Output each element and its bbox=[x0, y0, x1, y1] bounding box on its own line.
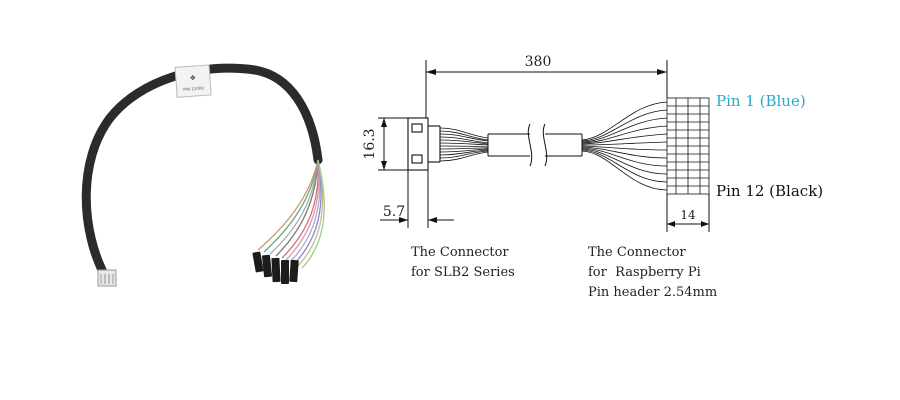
technical-drawing bbox=[378, 60, 710, 232]
slb2-connector-photo bbox=[97, 269, 117, 287]
rpi-connector-caption-line1: The Connector bbox=[588, 245, 686, 260]
slb2-connector-caption-line2: for SLB2 Series bbox=[411, 265, 515, 280]
height-dimension bbox=[378, 117, 408, 171]
cable-photo: ❖ P/N 11000 bbox=[81, 63, 325, 287]
cable-loop bbox=[81, 63, 323, 283]
rpi-connector-caption-line2: for Raspberry Pi bbox=[588, 265, 701, 280]
header-width-dimension bbox=[666, 194, 710, 232]
pin-1-label: Pin 1 (Blue) bbox=[716, 92, 806, 110]
offset-dimension bbox=[380, 170, 454, 228]
pin-12-label: Pin 12 (Black) bbox=[716, 182, 823, 200]
pin-header-drawing bbox=[666, 97, 710, 195]
slb2-connector-caption-line1: The Connector bbox=[411, 245, 509, 260]
slb2-connector-drawing bbox=[407, 117, 441, 171]
header-housings-photo bbox=[252, 251, 299, 284]
header-width-dimension-label: 14 bbox=[680, 208, 696, 222]
cable-label: ❖ P/N 11000 bbox=[174, 64, 212, 98]
length-dimension bbox=[425, 60, 668, 118]
cable-label-text: P/N 11000 bbox=[183, 85, 205, 91]
height-dimension-label: 16.3 bbox=[362, 128, 378, 159]
offset-dimension-label: 5.7 bbox=[383, 204, 405, 220]
rpi-connector-caption-line3: Pin header 2.54mm bbox=[588, 285, 717, 300]
cable-jacket-drawing bbox=[487, 123, 583, 167]
svg-text:❖: ❖ bbox=[189, 74, 196, 82]
length-dimension-label: 380 bbox=[525, 54, 552, 70]
left-wire-bundle bbox=[439, 127, 489, 162]
fanned-wires-photo bbox=[257, 159, 325, 269]
right-wire-bundle bbox=[581, 101, 668, 191]
